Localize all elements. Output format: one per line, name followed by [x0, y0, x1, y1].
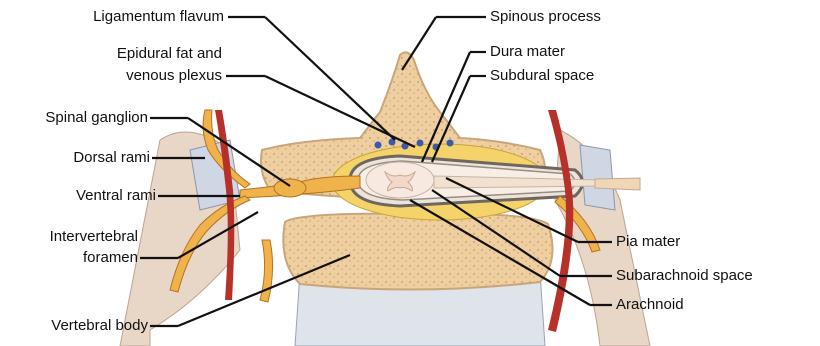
label-pia-mater: Pia mater — [616, 233, 680, 251]
leader-spinous-process-diag — [402, 17, 436, 70]
leader-ligamentum-flavum-diag — [265, 17, 395, 140]
spinal-ganglion-shape — [274, 179, 306, 197]
label-vertebral-body: Vertebral body — [51, 317, 148, 335]
label-epidural-fat-line1: Epidural fat and — [117, 45, 222, 63]
lower-nerve-branch — [260, 240, 273, 302]
right-nerve-root — [595, 178, 640, 190]
label-intervertebral-line1: Intervertebral — [50, 228, 138, 246]
vertebral-body-shape — [283, 214, 552, 290]
label-epidural-fat-line2: venous plexus — [126, 67, 222, 85]
label-subarachnoid-space: Subarachnoid space — [616, 267, 753, 285]
label-spinal-ganglion: Spinal ganglion — [45, 109, 148, 127]
label-arachnoid: Arachnoid — [616, 296, 684, 314]
right-disc-stack — [580, 145, 615, 210]
label-intervertebral-line2: foramen — [83, 249, 138, 267]
label-spinous-process: Spinous process — [490, 8, 601, 26]
label-dura-mater: Dura mater — [490, 43, 565, 61]
label-dorsal-rami: Dorsal rami — [73, 149, 150, 167]
label-subdural-space: Subdural space — [490, 67, 594, 85]
label-ventral-rami: Ventral rami — [76, 187, 156, 205]
label-ligamentum-flavum: Ligamentum flavum — [93, 8, 224, 26]
